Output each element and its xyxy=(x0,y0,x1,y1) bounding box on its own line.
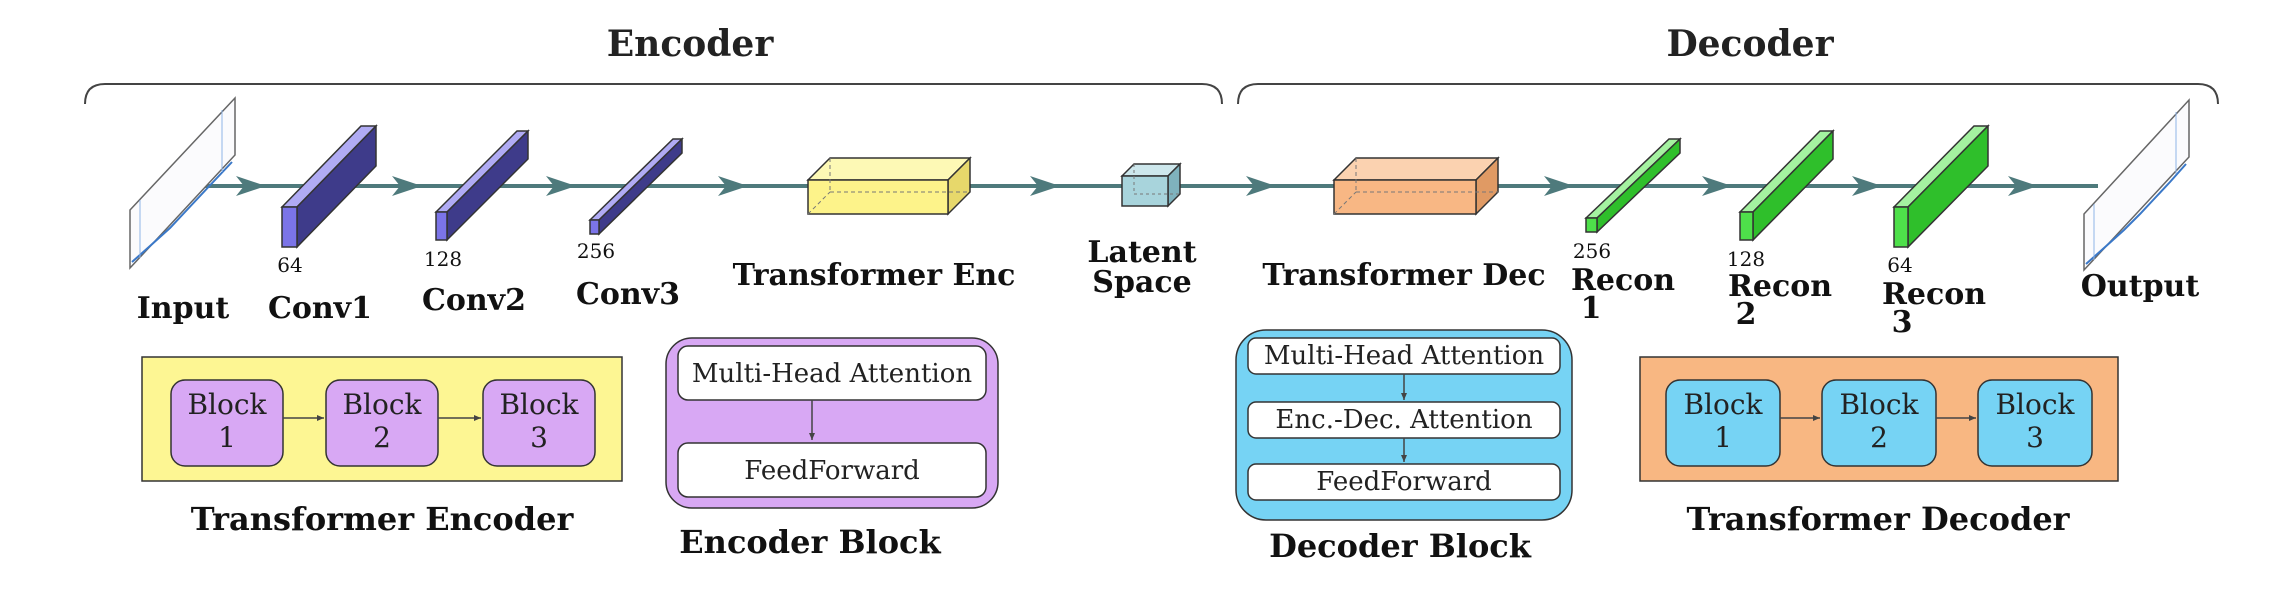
recon3-channels: 64 xyxy=(1887,253,1912,277)
flow-arrow-9 xyxy=(1852,176,1882,196)
recon2-label-line2: 2 xyxy=(1736,297,1757,332)
conv2-label: Conv2 xyxy=(422,283,526,318)
recon3-label-line2: 3 xyxy=(1892,305,1913,340)
transformer-dec-cube xyxy=(1332,156,1500,216)
dec-block-3-num: 3 xyxy=(2026,421,2044,454)
output-label: Output xyxy=(2081,269,2200,304)
conv3-label: Conv3 xyxy=(576,277,680,312)
decoder-bracket xyxy=(1237,83,2219,105)
input-label: Input xyxy=(137,291,230,326)
decoder-attention-label: Multi-Head Attention xyxy=(1264,341,1544,371)
flow-arrow-10 xyxy=(2008,176,2038,196)
recon1-block xyxy=(1584,137,1682,234)
dec-block-2-num: 2 xyxy=(1870,421,1888,454)
conv2-channels: 128 xyxy=(424,247,462,271)
latent-label-line1: Latent xyxy=(1087,235,1196,270)
encoder-attention-box xyxy=(677,345,987,401)
enc-block-1-word: Block xyxy=(187,388,267,421)
enc-block-2-word: Block xyxy=(342,388,422,421)
encoder-heading: Encoder xyxy=(607,23,775,65)
encoder-section: Encoder xyxy=(84,23,1223,105)
enc-block-3-num: 3 xyxy=(530,421,548,454)
decoder-block-panel: Multi-Head Attention Enc.-Dec. Attention… xyxy=(1235,329,1573,521)
flow-arrow-2 xyxy=(392,176,422,196)
recon3-label-line1: Recon xyxy=(1882,277,1986,312)
flow-arrow-6 xyxy=(1246,176,1276,196)
recon2-block xyxy=(1738,129,1835,242)
encoder-feedforward-box xyxy=(677,442,987,498)
decoder-feedforward-box xyxy=(1247,463,1561,501)
dec-block-1-num: 1 xyxy=(1714,421,1732,454)
recon1-label-line2: 1 xyxy=(1581,291,1602,326)
flow-arrow-3 xyxy=(546,176,576,196)
decoder-section: Decoder xyxy=(1237,23,2219,105)
conv1-block xyxy=(280,124,378,249)
recon3-block xyxy=(1892,124,1990,249)
conv2-block xyxy=(434,129,530,242)
latent-label-line2: Space xyxy=(1092,265,1191,300)
input-image xyxy=(129,96,236,270)
enc-block-2 xyxy=(325,379,439,467)
decoder-cross-attention-label: Enc.-Dec. Attention xyxy=(1275,405,1532,435)
transformer-dec-label: Transformer Dec xyxy=(1262,258,1545,293)
enc-block-2-num: 2 xyxy=(373,421,391,454)
enc-block-1-num: 1 xyxy=(218,421,236,454)
latent-space-cube xyxy=(1120,162,1182,208)
transformer-decoder-title: Transformer Decoder xyxy=(1686,500,2070,538)
conv1-label: Conv1 xyxy=(268,291,372,326)
conv3-channels: 256 xyxy=(577,239,615,263)
enc-block-3 xyxy=(482,379,596,467)
decoder-feedforward-label: FeedForward xyxy=(1316,467,1492,497)
dec-block-3 xyxy=(1977,379,2093,467)
flow-arrow-4 xyxy=(718,176,748,196)
dec-block-1 xyxy=(1665,379,1781,467)
enc-block-3-word: Block xyxy=(499,388,579,421)
decoder-heading: Decoder xyxy=(1666,23,1834,65)
flow-arrow-5 xyxy=(1030,176,1060,196)
dec-block-2-word: Block xyxy=(1839,388,1919,421)
recon1-channels: 256 xyxy=(1573,239,1611,263)
transformer-enc-cube xyxy=(806,156,972,216)
dec-block-1-word: Block xyxy=(1683,388,1763,421)
recon2-label-line1: Recon xyxy=(1728,269,1832,304)
transformer-enc-label: Transformer Enc xyxy=(733,258,1016,293)
output-image xyxy=(2083,98,2190,272)
enc-block-1 xyxy=(170,379,284,467)
flow-arrow-7 xyxy=(1544,176,1574,196)
encoder-block-title: Encoder Block xyxy=(679,523,941,561)
flow-arrow-8 xyxy=(1702,176,1732,196)
transformer-encoder-panel: Block 1 Block 2 Block 3 xyxy=(141,356,623,482)
dec-block-2 xyxy=(1821,379,1937,467)
transformer-decoder-panel: Block 1 Block 2 Block 3 xyxy=(1639,356,2119,482)
recon2-channels: 128 xyxy=(1727,247,1765,271)
encoder-bracket xyxy=(84,83,1223,105)
conv3-block xyxy=(588,137,684,236)
decoder-block-title: Decoder Block xyxy=(1269,527,1532,565)
conv1-channels: 64 xyxy=(277,253,302,277)
encoder-feedforward-label: FeedForward xyxy=(744,456,920,486)
transformer-encoder-title: Transformer Encoder xyxy=(191,500,575,538)
encoder-attention-label: Multi-Head Attention xyxy=(692,359,972,389)
encoder-block-panel: Multi-Head Attention FeedForward xyxy=(665,337,999,509)
flow-arrow-1 xyxy=(236,176,266,196)
dec-block-3-word: Block xyxy=(1995,388,2075,421)
recon1-label-line1: Recon xyxy=(1571,263,1675,298)
